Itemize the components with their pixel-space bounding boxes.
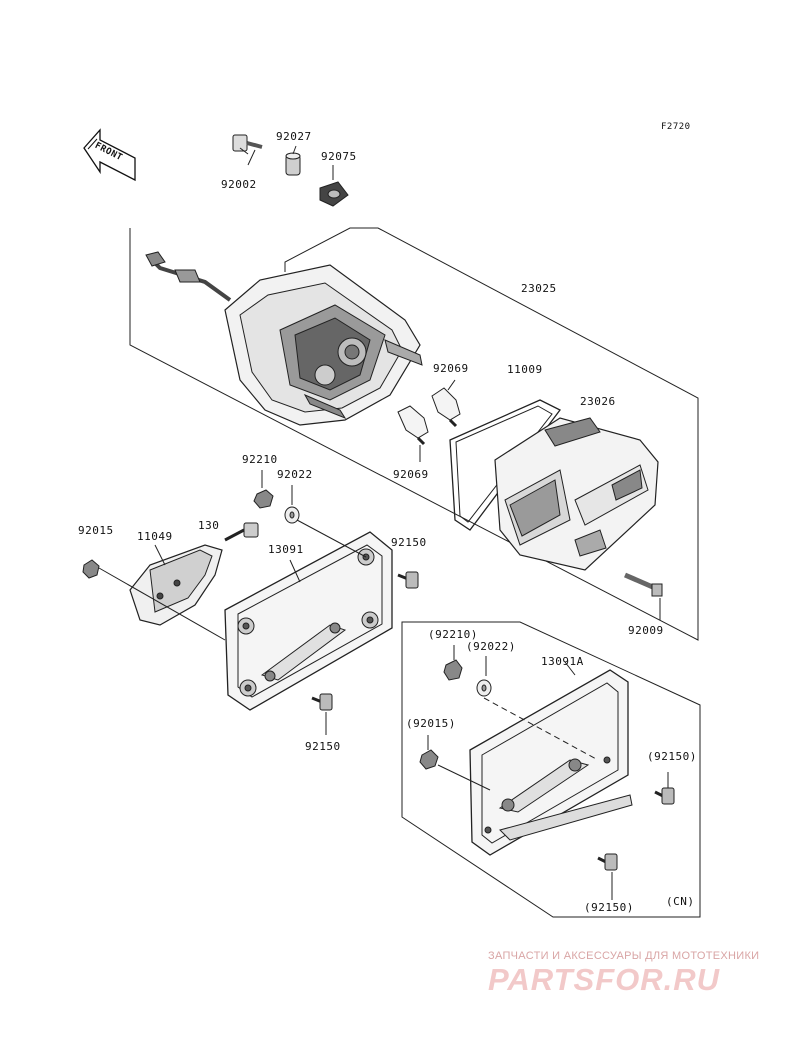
lens-23026 xyxy=(494,417,659,571)
nut-92015-icon xyxy=(82,559,100,579)
watermark-logo: PARTSFOR.RU xyxy=(488,962,721,997)
part-label-92022: 92022 xyxy=(277,468,313,481)
part-label-13091: 13091 xyxy=(268,543,304,556)
bolt-130-icon xyxy=(224,522,259,542)
part-label-92069-upper: 92069 xyxy=(433,362,469,375)
bolt-92150-lower-icon xyxy=(311,693,333,711)
part-label-92002: 92002 xyxy=(221,178,257,191)
washer-92022-icon xyxy=(284,506,300,524)
lamp-housing-23025 xyxy=(145,251,423,426)
part-label-130: 130 xyxy=(198,519,220,532)
reference-code: F2720 xyxy=(661,122,691,132)
bolt-92150-cn-upper-icon xyxy=(654,787,675,805)
part-label-92210-cn: (92210) xyxy=(428,628,478,641)
bracket-11049 xyxy=(129,544,223,626)
watermark-subtitle: ЗАПЧАСТИ И АКСЕССУАРЫ ДЛЯ МОТОТЕХНИКИ xyxy=(488,950,760,962)
part-label-23025: 23025 xyxy=(521,282,557,295)
part-label-92075: 92075 xyxy=(321,150,357,163)
part-label-92015: 92015 xyxy=(78,524,114,537)
bolt-92150-upper-icon xyxy=(397,571,419,589)
part-label-13091A: 13091A xyxy=(541,655,584,668)
nut-92210-cn-icon xyxy=(443,659,463,681)
grommet-92075-icon xyxy=(319,181,349,207)
part-label-92210: 92210 xyxy=(242,453,278,466)
part-label-92015-cn: (92015) xyxy=(406,717,456,730)
part-label-11009: 11009 xyxy=(507,363,543,376)
part-label-23026: 23026 xyxy=(580,395,616,408)
nut-92210-icon xyxy=(253,489,274,509)
front-arrow-icon xyxy=(83,128,136,182)
assembly-boundary-main xyxy=(129,227,699,641)
washer-92022-cn-icon xyxy=(476,679,492,697)
screw-92009-icon xyxy=(624,572,663,597)
region-note-cn: (CN) xyxy=(666,895,695,908)
part-label-92022-cn: (92022) xyxy=(466,640,516,653)
bolt-92150-cn-lower-icon xyxy=(597,853,618,871)
part-label-92027: 92027 xyxy=(276,130,312,143)
collar-92027-icon xyxy=(285,152,301,176)
license-plate-bracket-13091 xyxy=(224,531,393,711)
part-label-92009: 92009 xyxy=(628,624,664,637)
bolt-92002-icon xyxy=(232,134,263,155)
part-label-92150-cn-upper: (92150) xyxy=(647,750,697,763)
bulb-92069-lower-icon xyxy=(397,405,429,446)
bulb-92069-upper-icon xyxy=(431,387,461,428)
part-label-92150-lower: 92150 xyxy=(305,740,341,753)
part-label-92150-upper: 92150 xyxy=(391,536,427,549)
part-label-92069-lower: 92069 xyxy=(393,468,429,481)
part-label-11049: 11049 xyxy=(137,530,173,543)
license-plate-bracket-13091A xyxy=(469,669,633,856)
assembly-boundary-cn xyxy=(401,621,701,918)
part-label-92150-cn-lower: (92150) xyxy=(584,901,634,914)
nut-92015-cn-icon xyxy=(419,749,439,770)
